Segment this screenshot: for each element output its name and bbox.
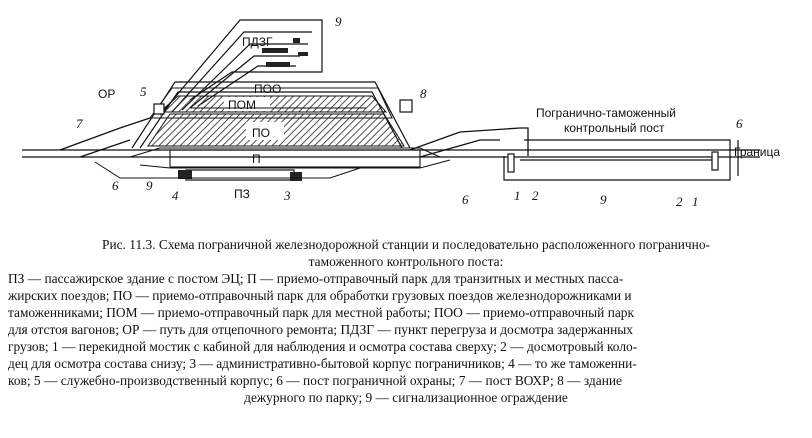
num-2-right: 2 — [676, 194, 683, 209]
bridge-1-mid — [507, 153, 515, 173]
p-park — [129, 147, 451, 169]
num-6-right: 6 — [736, 116, 743, 131]
label-pdzg: ПДЗГ — [242, 35, 273, 49]
legend-line: дец для осмотра состава снизу; 3 — админ… — [8, 356, 637, 371]
legend-line: ПЗ — пассажирское здание с постом ЭЦ; П … — [8, 271, 624, 286]
num-6-left: 6 — [112, 178, 119, 193]
bridge-1-right — [711, 151, 719, 171]
building-4 — [178, 170, 192, 179]
label-pz: ПЗ — [234, 187, 250, 201]
building-8 — [399, 99, 413, 113]
pom-park — [158, 95, 388, 113]
num-9-top: 9 — [335, 14, 342, 29]
label-border: Граница — [734, 145, 780, 159]
legend-line: ков; 5 — служебно-производственный корпу… — [8, 373, 622, 388]
station-fence-bottom — [94, 161, 361, 179]
num-1-mid: 1 — [514, 188, 521, 203]
customs-post — [503, 139, 731, 181]
legend-last-line: дежурного по парку; 9 — сигнализационное… — [244, 390, 568, 405]
legend-line: грузов; 1 — перекидной мостик с кабиной … — [8, 339, 638, 354]
label-poo: ПОО — [254, 82, 281, 96]
num-7: 7 — [76, 116, 83, 131]
caption-title-2: таможенного контрольного поста: — [308, 254, 504, 269]
num-2-mid: 2 — [532, 188, 539, 203]
legend: ПЗ — пассажирское здание с постом ЭЦ; П … — [0, 270, 812, 406]
label-po: ПО — [252, 126, 270, 140]
num-1-right: 1 — [692, 194, 699, 209]
num-3: 3 — [283, 188, 291, 203]
num-9-right: 9 — [600, 192, 607, 207]
label-customs-post-2: контрольный пост — [564, 121, 665, 135]
label-p: П — [252, 152, 261, 166]
num-8: 8 — [420, 86, 427, 101]
figure-caption: Рис. 11.3. Схема пограничной железнодоро… — [0, 236, 812, 406]
legend-line: таможенниками; ПОМ — приемо-отправочный … — [8, 305, 635, 320]
label-or: ОР — [98, 87, 115, 101]
legend-line: жирских поездов; ПО — приемо-отправочный… — [8, 288, 632, 303]
label-customs-post-1: Погранично-таможенный — [536, 106, 676, 120]
building-5 — [153, 103, 165, 115]
num-9-left: 9 — [146, 178, 153, 193]
station-diagram: ПДЗГ ПОО ПОМ ПО П ПЗ ОР Погранично-тамож… — [22, 14, 780, 209]
legend-line: для отстоя вагонов; ОР — путь для отцепо… — [8, 322, 633, 337]
num-5: 5 — [140, 84, 147, 99]
pdzg-buildings — [262, 38, 308, 67]
num-4: 4 — [172, 188, 179, 203]
label-pom: ПОМ — [228, 98, 256, 112]
caption-title-1: Рис. 11.3. Схема пограничной железнодоро… — [102, 237, 710, 252]
building-3 — [290, 172, 302, 181]
num-6-mid: 6 — [462, 192, 469, 207]
